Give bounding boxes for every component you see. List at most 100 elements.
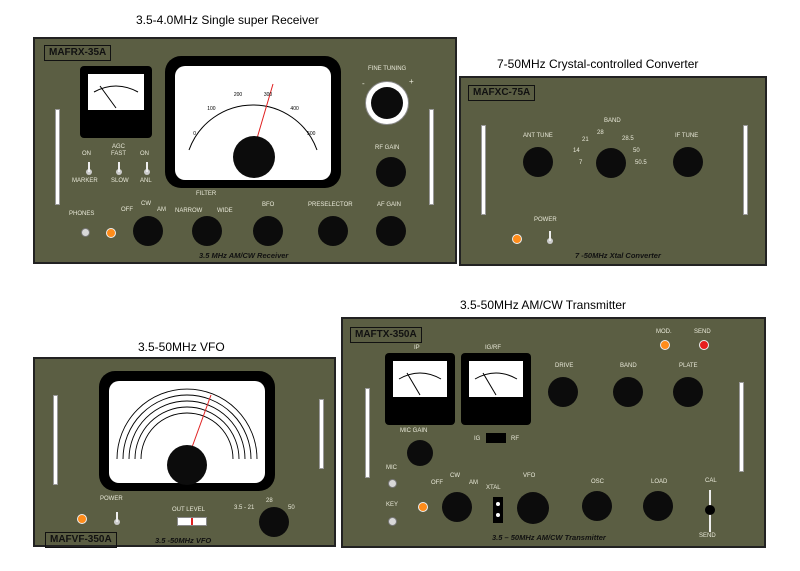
mic-gain-knob[interactable] (407, 440, 433, 466)
bfo-label: BFO (262, 202, 275, 208)
vfo-title: 3.5-50MHz VFO (138, 340, 225, 354)
narrow-label: NARROW (175, 208, 203, 214)
ig-label: IG (474, 436, 481, 442)
receiver-dial-tick: 300 (264, 92, 273, 98)
vfo-range-28: 28 (266, 498, 273, 504)
xtal-pin-1 (496, 502, 500, 506)
ant-tune-knob[interactable] (523, 147, 553, 177)
tx-band-knob[interactable] (613, 377, 643, 407)
fine-tuning-minus: - (362, 79, 365, 88)
out-level-slider[interactable] (177, 517, 207, 526)
agc-toggle[interactable] (115, 162, 123, 175)
out-level-label: OUT LEVEL (172, 507, 205, 513)
marker-label: MARKER (72, 178, 98, 184)
load-knob[interactable] (643, 491, 673, 521)
mod-led (660, 340, 670, 350)
converter-power-led (512, 234, 522, 244)
band-28: 28 (597, 130, 604, 136)
af-gain-knob[interactable] (376, 216, 406, 246)
filter-knob[interactable] (192, 216, 222, 246)
cw-label: CW (141, 201, 151, 207)
receiver-dial-tick: 400 (290, 106, 299, 112)
xtal-socket[interactable] (493, 497, 503, 523)
receiver-power-led (106, 228, 116, 238)
fine-tuning-knob[interactable] (371, 87, 403, 119)
receiver-s-meter-face (88, 74, 144, 110)
receiver-dial-tick: 0 (193, 131, 196, 137)
af-gain-label: AF GAIN (377, 202, 402, 208)
mic-label: MIC (386, 465, 397, 471)
transmitter-model-plate: MAFTX-350A (350, 327, 422, 343)
vfo-range-low: 3.5 - 21 (234, 505, 255, 511)
transmitter-title: 3.5-50MHz AM/CW Transmitter (460, 298, 627, 312)
vfo-label: VFO (523, 473, 536, 479)
vfo-left-handle (53, 395, 58, 485)
receiver-dial-tick: 500 (307, 131, 316, 137)
rf-gain-label: RF GAIN (375, 145, 400, 151)
osc-knob[interactable] (582, 491, 612, 521)
agc-label: AGC (112, 144, 126, 150)
xtal-pin-2 (496, 513, 500, 517)
tx-vfo-knob[interactable] (517, 492, 549, 524)
if-tune-label: IF TUNE (675, 133, 699, 139)
filter-label: FILTER (196, 191, 217, 197)
receiver-title: 3.5-4.0MHz Single super Receiver (136, 13, 319, 27)
if-tune-knob[interactable] (673, 147, 703, 177)
bfo-knob[interactable] (253, 216, 283, 246)
band-50: 50 (633, 148, 640, 154)
vfo-tuning-knob[interactable] (167, 445, 207, 485)
transmitter-panel: MAFTX-350A IP IG/RF IG RF DRIVE BAND PLA… (341, 317, 766, 548)
transmitter-right-handle (739, 382, 744, 472)
band-selector-knob[interactable] (596, 148, 626, 178)
vfo-caption: 3.5 -50MHz VFO (155, 536, 212, 545)
key-jack[interactable] (388, 517, 397, 526)
fast-label: FAST (111, 151, 127, 157)
band-label: BAND (604, 118, 621, 124)
converter-power-label: POWER (534, 217, 557, 223)
anl-toggle[interactable] (143, 162, 151, 175)
preselector-knob[interactable] (318, 216, 348, 246)
phones-jack[interactable] (81, 228, 90, 237)
tx-mode-knob[interactable] (442, 492, 472, 522)
xtal-label: XTAL (486, 485, 501, 491)
vfo-dial (99, 371, 275, 491)
rf-gain-knob[interactable] (376, 157, 406, 187)
load-label: LOAD (651, 479, 668, 485)
osc-label: OSC (591, 479, 605, 485)
band-50-5: 50.5 (635, 160, 647, 166)
key-label: KEY (386, 502, 399, 508)
band-28-5: 28.5 (622, 136, 634, 142)
tx-power-led (418, 502, 428, 512)
am-label: AM (157, 207, 166, 213)
tx-cw-label: CW (450, 473, 460, 479)
marker-toggle[interactable] (85, 162, 93, 175)
send-led (699, 340, 709, 350)
band-7: 7 (579, 160, 583, 166)
receiver-tuning-knob[interactable] (233, 136, 275, 178)
on-label-1: ON (82, 151, 91, 157)
plate-knob[interactable] (673, 377, 703, 407)
receiver-left-handle (55, 109, 60, 205)
ig-rf-switch[interactable] (486, 433, 506, 443)
vfo-panel: POWER OUT LEVEL 28 3.5 - 21 50 MAFVF-350… (33, 357, 336, 548)
rf-label: RF (511, 436, 519, 442)
mic-jack[interactable] (388, 479, 397, 488)
wide-label: WIDE (217, 208, 233, 214)
receiver-caption: 3.5 MHz AM/CW Receiver (199, 251, 289, 260)
cal-send-lever[interactable] (705, 505, 715, 515)
off-label: OFF (121, 207, 133, 213)
vfo-range-knob[interactable] (259, 507, 289, 537)
anl-label: ANL (140, 178, 152, 184)
receiver-model-plate: MAFRX-35A (44, 45, 112, 61)
vfo-power-toggle[interactable] (113, 512, 121, 525)
plate-label: PLATE (679, 363, 698, 369)
igrf-meter (461, 353, 531, 425)
converter-model-plate: MAFXC-75A (468, 85, 536, 101)
mode-knob[interactable] (133, 216, 163, 246)
tx-off-label: OFF (431, 480, 443, 486)
converter-power-toggle[interactable] (546, 231, 554, 244)
receiver-right-handle (429, 109, 434, 205)
drive-knob[interactable] (548, 377, 578, 407)
